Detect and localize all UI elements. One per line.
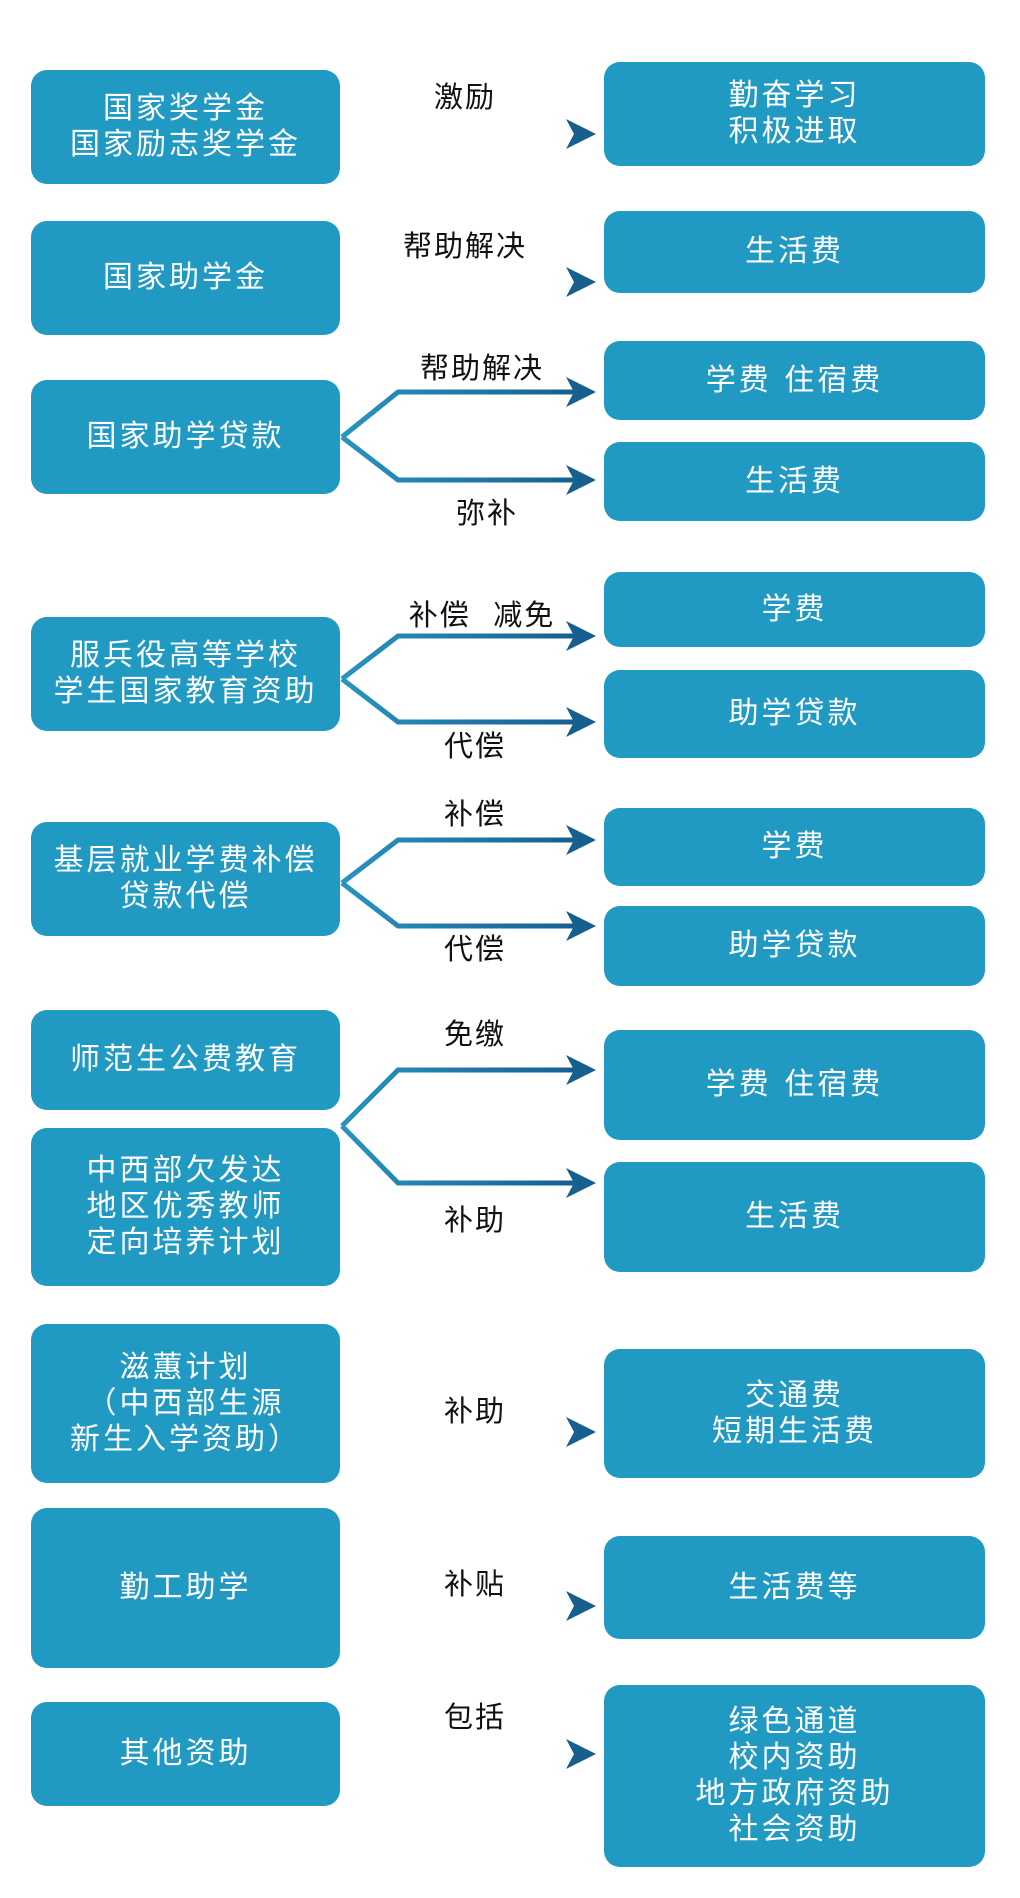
fork-arrow-line bbox=[340, 881, 578, 929]
right-box: 生活费 bbox=[604, 442, 985, 521]
arrow-label: 弥补 bbox=[455, 496, 519, 530]
right-box: 生活费 bbox=[604, 211, 985, 293]
arrow-label: 补助 bbox=[443, 1394, 507, 1428]
fork-arrow-line bbox=[340, 633, 578, 681]
left-box-grassroots-employment: 基层就业学费补偿 贷款代偿 bbox=[31, 822, 340, 936]
right-box: 生活费等 bbox=[604, 1536, 985, 1639]
left-box-national-grant: 国家助学金 bbox=[31, 221, 340, 335]
arrow-label: 代偿 bbox=[443, 932, 507, 966]
arrow-head-icon bbox=[566, 377, 596, 407]
arrow-head-icon bbox=[566, 1591, 596, 1621]
left-box-teacher-training: 中西部欠发达 地区优秀教师 定向培养计划 bbox=[31, 1128, 340, 1286]
arrow-head-icon bbox=[566, 825, 596, 855]
arrow-head-icon bbox=[566, 1055, 596, 1085]
right-box: 学费 住宿费 bbox=[604, 1030, 985, 1140]
left-box-other-aid: 其他资助 bbox=[31, 1702, 340, 1806]
arrow-label: 帮助解决 bbox=[419, 351, 545, 385]
arrow-label: 补贴 bbox=[443, 1567, 507, 1601]
right-box: 助学贷款 bbox=[604, 670, 985, 758]
right-box: 学费 bbox=[604, 808, 985, 886]
right-box: 交通费 短期生活费 bbox=[604, 1349, 985, 1478]
right-box: 生活费 bbox=[604, 1162, 985, 1272]
fork-arrow-line bbox=[340, 435, 578, 483]
arrow-label: 帮助解决 bbox=[402, 229, 528, 263]
arrow-head-icon bbox=[566, 911, 596, 941]
arrow-label: 激励 bbox=[433, 80, 497, 114]
arrow-head-icon bbox=[566, 1739, 596, 1769]
left-box-military-service: 服兵役高等学校 学生国家教育资助 bbox=[31, 617, 340, 731]
right-box: 助学贷款 bbox=[604, 906, 985, 986]
fork-arrow-line bbox=[340, 837, 578, 885]
arrow-label: 补偿 bbox=[443, 797, 507, 831]
arrow-head-icon bbox=[566, 1417, 596, 1447]
arrow-label: 包括 bbox=[443, 1700, 507, 1734]
right-box: 勤奋学习 积极进取 bbox=[604, 62, 985, 166]
arrow-label: 免缴 bbox=[443, 1017, 507, 1051]
arrow-label: 补偿 减免 bbox=[408, 598, 556, 632]
left-box-work-study: 勤工助学 bbox=[31, 1508, 340, 1668]
left-box-zihui-plan: 滋蕙计划 （中西部生源 新生入学资助） bbox=[31, 1324, 340, 1483]
arrow-head-icon bbox=[566, 465, 596, 495]
arrow-head-icon bbox=[566, 267, 596, 297]
fork-arrow-line bbox=[340, 389, 578, 439]
left-box-normal-student: 师范生公费教育 bbox=[31, 1010, 340, 1110]
left-box-national-scholarship: 国家奖学金 国家励志奖学金 bbox=[31, 70, 340, 184]
fork-arrow-line bbox=[340, 1124, 578, 1186]
arrow-head-icon bbox=[566, 707, 596, 737]
right-box: 绿色通道 校内资助 地方政府资助 社会资助 bbox=[604, 1685, 985, 1867]
arrow-label: 代偿 bbox=[443, 729, 507, 763]
fork-arrow-line bbox=[340, 677, 578, 725]
right-box: 学费 bbox=[604, 572, 985, 647]
fork-arrow-line bbox=[340, 1067, 578, 1128]
right-box: 学费 住宿费 bbox=[604, 341, 985, 420]
arrow-label: 补助 bbox=[443, 1203, 507, 1237]
arrow-head-icon bbox=[566, 119, 596, 149]
arrow-head-icon bbox=[566, 1168, 596, 1198]
left-box-student-loan: 国家助学贷款 bbox=[31, 380, 340, 494]
arrow-head-icon bbox=[566, 621, 596, 651]
